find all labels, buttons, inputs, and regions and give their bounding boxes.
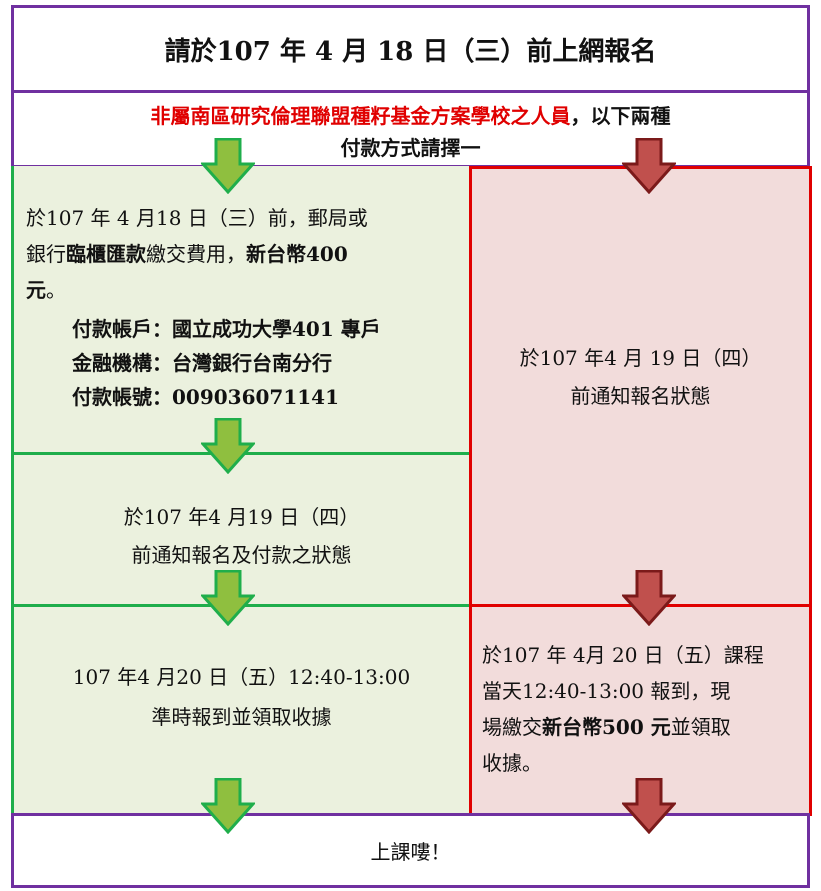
account-number: 付款帳號：009036071141 xyxy=(72,385,339,409)
note-line-1: 非屬南區研究倫理聯盟種籽基金方案學校之人員，以下兩種 xyxy=(14,100,807,132)
left-checkin-line-1: 107 年4 月20 日（五）12:40-13:00 xyxy=(72,664,411,689)
remittance-fee-unit: 元 xyxy=(26,278,46,302)
remittance-period: 。 xyxy=(46,278,66,302)
left-step-remittance: 於107 年 4 月18 日（三）前，郵局或銀行臨櫃匯款繳交費用，新台幣400 元… xyxy=(11,166,472,455)
left-notify-line-2: 前通知報名及付款之狀態 xyxy=(131,543,352,567)
right-notify-line-2: 前通知報名狀態 xyxy=(570,383,711,408)
remittance-instructions: 於107 年 4 月18 日（三）前，郵局或銀行臨櫃匯款繳交費用，新台幣400 元… xyxy=(26,200,457,308)
remittance-counter: 臨櫃匯款 xyxy=(66,242,146,266)
right-notify-line-1: 於107 年4 月 19 日（四） xyxy=(519,345,762,370)
green-down-arrow-icon xyxy=(201,138,255,194)
bank-name: 金融機構：台灣銀行台南分行 xyxy=(72,351,332,375)
red-down-arrow-icon xyxy=(622,138,676,194)
red-down-arrow-icon xyxy=(622,778,676,834)
onsite-text-3: 場繳交 xyxy=(482,715,542,739)
remittance-fee: 新台幣400 xyxy=(246,242,348,266)
remittance-text-1: 於107 年 4 月18 日（三）前，郵局或 xyxy=(26,206,368,230)
note-line-2: 付款方式請擇一 xyxy=(340,136,481,160)
note-black-text: ，以下兩種 xyxy=(570,104,671,128)
right-step-notify: 於107 年4 月 19 日（四） 前通知報名狀態 xyxy=(469,166,812,607)
green-down-arrow-icon xyxy=(201,570,255,626)
end-text: 上課嘍！ xyxy=(370,840,451,864)
title-text: 請於107 年 4 月 18 日（三）前上網報名 xyxy=(164,36,657,67)
left-checkin-line-2: 準時報到並領取收據 xyxy=(151,704,332,729)
account-details: 付款帳戶：國立成功大學401 專戶 金融機構：台灣銀行台南分行 付款帳號：009… xyxy=(26,312,457,414)
onsite-line-4: 收據。 xyxy=(482,751,542,775)
onsite-line-2: 當天12:40-13:00 報到，現 xyxy=(482,679,731,703)
green-down-arrow-icon xyxy=(201,418,255,474)
onsite-text-5: 並領取 xyxy=(670,715,731,739)
onsite-fee: 新台幣500 元 xyxy=(542,715,671,739)
left-notify-line-1: 於107 年4 月19 日（四） xyxy=(123,505,360,529)
class-start-box: 上課嘍！ xyxy=(11,813,810,888)
remittance-text-4: 繳交費用， xyxy=(146,242,246,266)
payment-note: 非屬南區研究倫理聯盟種籽基金方案學校之人員，以下兩種 付款方式請擇一 xyxy=(11,93,810,168)
green-down-arrow-icon xyxy=(201,778,255,834)
onsite-line-1: 於107 年 4月 20 日（五）課程 xyxy=(482,643,764,667)
onsite-line-3: 場繳交新台幣500 元並領取 xyxy=(482,709,799,745)
registration-deadline-title: 請於107 年 4 月 18 日（三）前上網報名 xyxy=(11,5,810,93)
remittance-text-2: 銀行 xyxy=(26,242,66,266)
account-name: 付款帳戶：國立成功大學401 專戶 xyxy=(72,317,381,341)
red-down-arrow-icon xyxy=(622,570,676,626)
note-red-text: 非屬南區研究倫理聯盟種籽基金方案學校之人員 xyxy=(150,104,571,128)
